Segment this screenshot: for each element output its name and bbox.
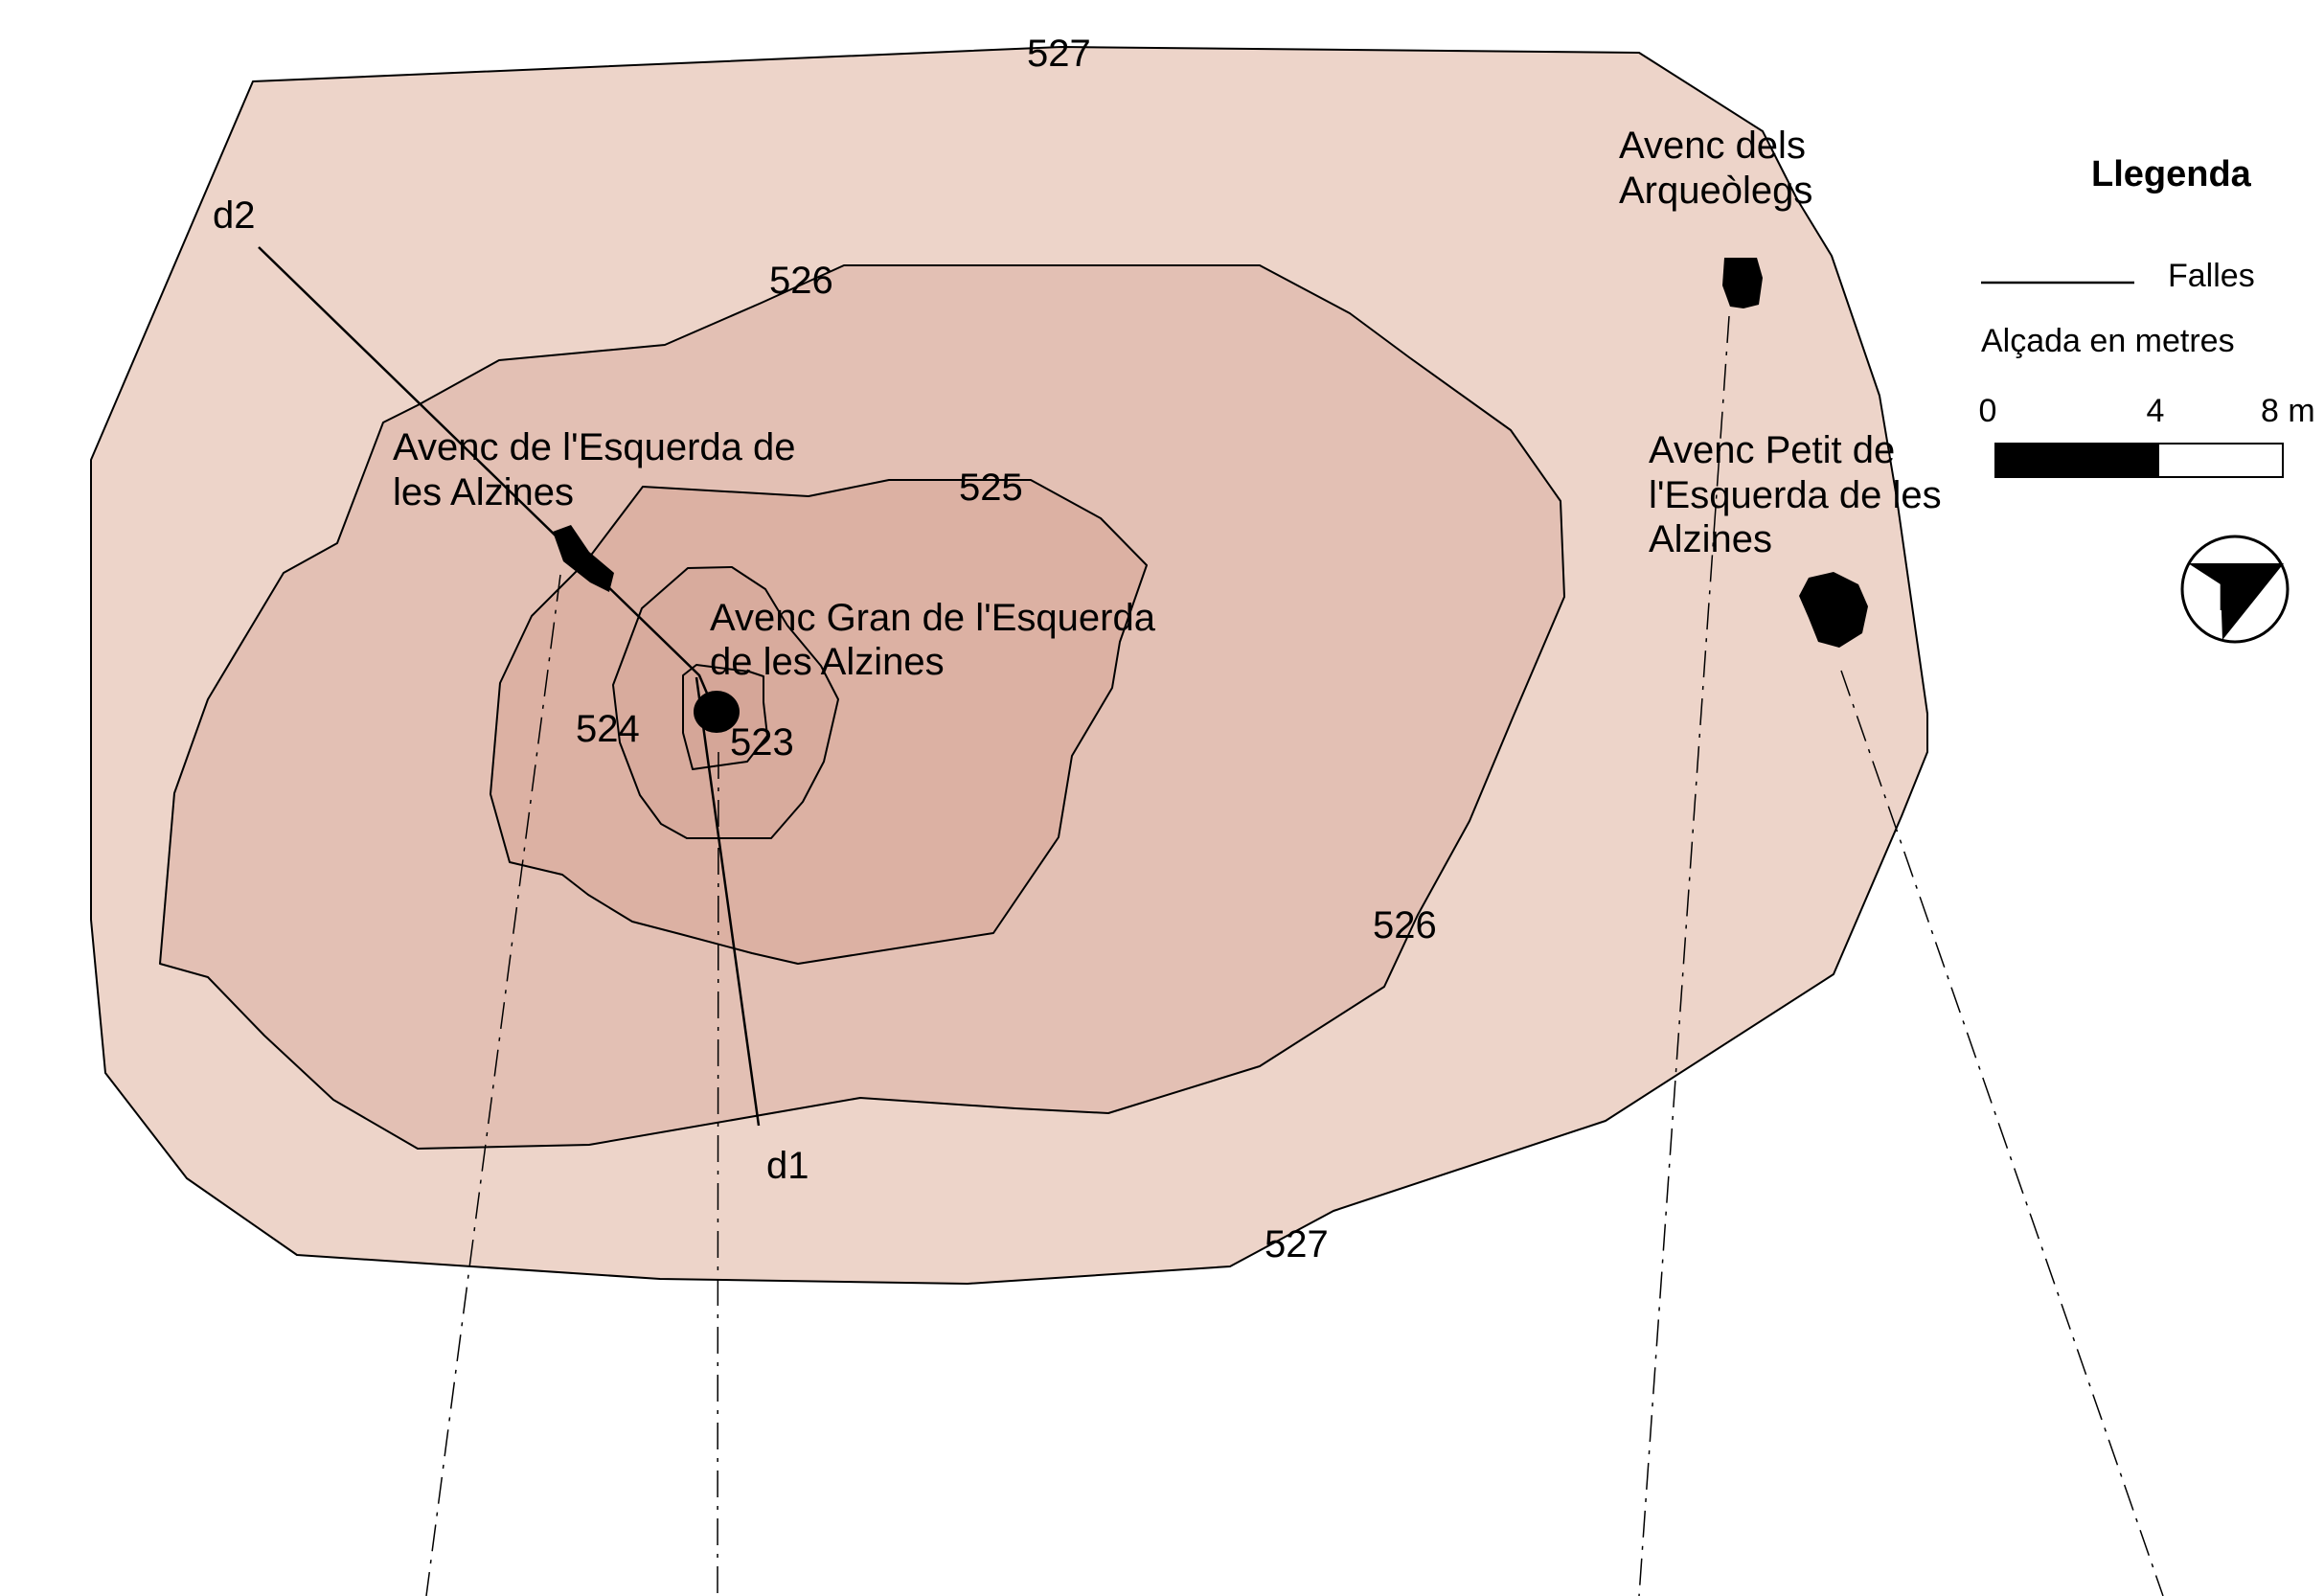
cave-label-esquerda-line2: les Alzines bbox=[393, 471, 574, 513]
contour-label-526-top: 526 bbox=[769, 260, 833, 302]
legend-altitude-label: Alçada en metres bbox=[1981, 323, 2235, 359]
contour-label-526-right: 526 bbox=[1373, 904, 1437, 946]
projection-lines bbox=[425, 315, 2164, 1596]
north-arrow-pointer-icon bbox=[2188, 563, 2284, 640]
cave-label-gran-line1: Avenc Gran de l'Esquerda bbox=[710, 597, 1156, 639]
contour-label-523: 523 bbox=[730, 721, 794, 764]
cave-label-arqueolegs-line2: Arqueòlegs bbox=[1619, 170, 1812, 212]
cave-label-petit-line3: Alzines bbox=[1649, 518, 1772, 560]
contour-label-525: 525 bbox=[959, 467, 1023, 509]
fault-d1-line bbox=[695, 676, 761, 1127]
contour-label-527-top: 527 bbox=[1027, 33, 1091, 75]
legend: Llegenda Falles Alçada en metres 0 4 8 m… bbox=[1979, 154, 2315, 644]
fault-label-d1: d1 bbox=[766, 1145, 809, 1187]
cave-arqueolegs-entrance bbox=[1722, 258, 1763, 308]
cave-gran-entrance bbox=[694, 691, 740, 733]
scale-tick-8: 8 m bbox=[2261, 393, 2315, 429]
contour-labels: 527 527 526 526 525 524 523 bbox=[576, 33, 1437, 1265]
contour-label-527-bottom: 527 bbox=[1265, 1223, 1329, 1265]
contour-areas bbox=[90, 46, 1928, 1285]
north-arrow-letter: N bbox=[2218, 574, 2246, 619]
fault-label-d2: d2 bbox=[213, 194, 256, 237]
projection-line-esquerda bbox=[425, 574, 561, 1596]
cave-petit-entrance bbox=[1799, 572, 1868, 648]
cave-label-gran-line2: de les Alzines bbox=[710, 641, 945, 683]
cave-esquerda-entrance bbox=[553, 525, 614, 592]
north-arrow: N bbox=[2180, 535, 2290, 644]
projection-line-arqueolegs bbox=[1638, 315, 1730, 1596]
cave-entrances bbox=[553, 258, 1868, 733]
cave-labels: Avenc de l'Esquerda de les Alzines Avenc… bbox=[393, 125, 1942, 683]
scale-tick-0: 0 bbox=[1979, 393, 1997, 429]
cave-label-esquerda-line1: Avenc de l'Esquerda de bbox=[393, 426, 796, 468]
fault-labels: d2 d1 bbox=[213, 194, 809, 1187]
cave-label-petit-line1: Avenc Petit de bbox=[1649, 429, 1895, 471]
scale-bar-black-segment bbox=[1994, 443, 2159, 478]
scale-bar-white-segment bbox=[2157, 443, 2284, 478]
legend-title: Llegenda bbox=[2091, 154, 2252, 194]
cave-label-petit-line2: l'Esquerda de les bbox=[1649, 474, 1942, 516]
scale-tick-4: 4 bbox=[2147, 393, 2165, 429]
scale-bar: 0 4 8 m bbox=[1979, 393, 2315, 478]
cave-label-arqueolegs-line1: Avenc dels bbox=[1619, 125, 1806, 167]
legend-faults-label: Falles bbox=[2168, 258, 2255, 294]
contour-label-524: 524 bbox=[576, 708, 640, 750]
projection-line-petit bbox=[1840, 670, 2164, 1596]
